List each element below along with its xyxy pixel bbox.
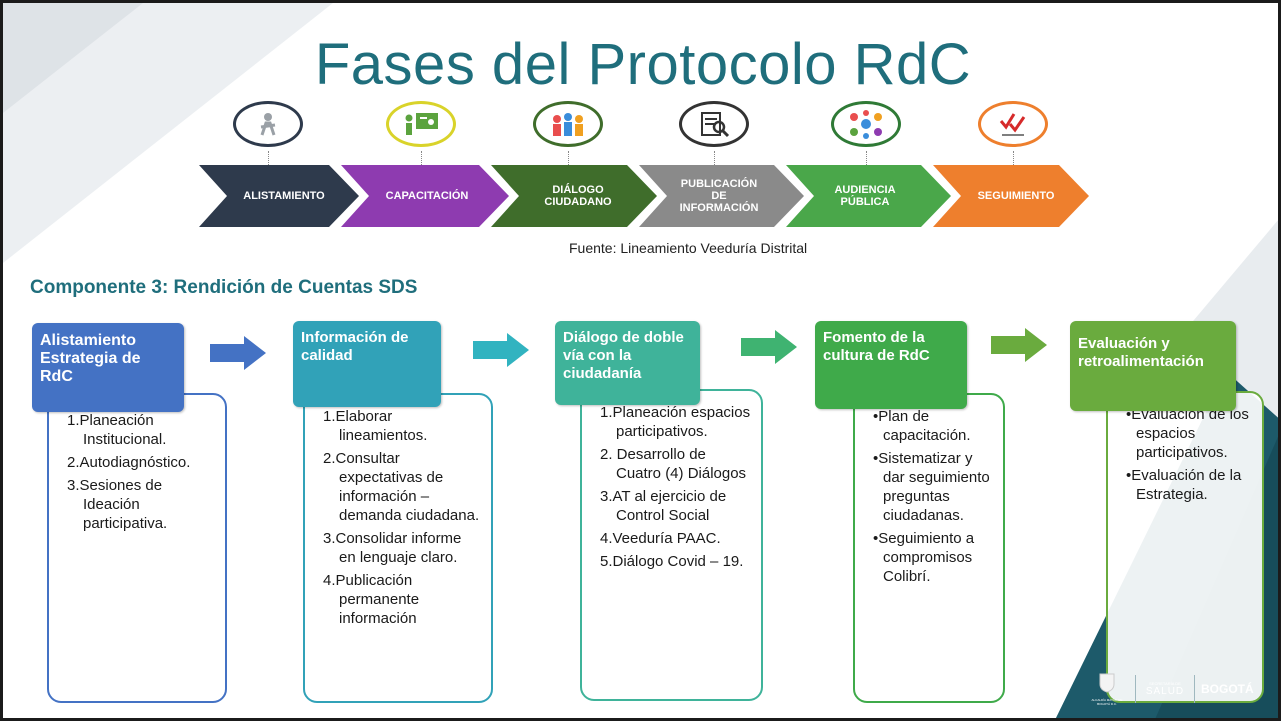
phase-label-seguimiento: SEGUIMIENTO [977,190,1055,202]
card-fomento-body: •Plan de capacitación. •Sistematizar y d… [853,393,1005,703]
checklist-icon [978,101,1048,147]
list-item: 3.Consolidar informe en lenguaje claro. [323,530,462,566]
card-alistamiento-header: Alistamiento Estrategia de RdC [32,323,184,412]
phase-label-publicacion: PUBLICACIÓN DE INFORMACIÓN [679,178,759,214]
card-evaluacion-header: Evaluación y retroalimentación [1070,321,1236,411]
list-item: 1.Planeación espacios participativos. [600,404,751,440]
card-dialogo-body: 1.Planeación espacios participativos. 2.… [580,389,763,701]
card-evaluacion-body: •Evaluación de los espacios participativ… [1106,391,1264,703]
list-item: •Evaluación de los espacios participativ… [1126,406,1249,461]
list-item: •Seguimiento a compromisos Colibrí. [873,530,975,585]
phase-label-audiencia: AUDIENCIA PÚBLICA [834,184,896,208]
connector [268,151,269,165]
list-item: 4.Veeduría PAAC. [600,530,721,547]
connector [866,151,867,165]
card-dialogo-header: Diálogo de doble vía con la ciudadanía [555,321,700,405]
list-item: 2. Desarrollo de Cuatro (4) Diálogos [600,446,747,482]
card-informacion-header: Información de calidad [293,321,441,407]
connector [568,151,569,165]
arrow-right-icon [991,328,1047,362]
card-informacion-body: 1.Elaborar lineamientos. 2.Consultar exp… [303,393,493,703]
list-item: 5.Diálogo Covid – 19. [600,553,744,570]
card-fomento-header: Fomento de la cultura de RdC [815,321,967,409]
crowd-icon [533,101,603,147]
list-item: 4.Publicación permanente información [323,572,420,627]
list-item: •Evaluación de la Estrategia. [1126,467,1242,503]
list-item: •Sistematizar y dar seguimiento pregunta… [873,450,990,524]
arrow-right-icon [210,336,266,370]
list-item: 2.Autodiagnóstico. [67,454,191,471]
list-item: 2.Consultar expectativas de información … [323,450,480,524]
presentation-icon [386,101,456,147]
list-item: 1.Elaborar lineamientos. [323,408,428,444]
list-item: •Plan de capacitación. [873,408,971,444]
component-title: Componente 3: Rendición de Cuentas SDS [30,277,418,298]
list-item: 3.AT al ejercicio de Control Social [600,488,727,524]
list-item: 1.Planeación Institucional. [67,412,167,448]
phase-chevrons [199,165,1089,227]
arrow-right-icon [741,330,797,364]
coat-of-arms-icon: ALCALDÍA MAYOR DE BOGOTÁ D.C. [1085,673,1129,706]
connector [714,151,715,165]
salud-logo: SECRETARÍA DE SALUD [1145,681,1185,697]
phase-label-capacitacion: CAPACITACIÓN [385,190,469,202]
phase-label-alistamiento: ALISTAMIENTO [243,190,325,202]
connector [1013,151,1014,165]
institution-logos: ALCALDÍA MAYOR DE BOGOTÁ D.C. SECRETARÍA… [1085,670,1254,708]
bogota-logo: BOGOTÁ [1201,682,1254,696]
card-alistamiento-body: 1.Planeación Institucional. 2.Autodiagnó… [47,393,227,703]
connector [421,151,422,165]
network-icon [831,101,901,147]
document-magnifier-icon [679,101,749,147]
phase-label-dialogo: DIÁLOGO CIUDADANO [544,184,612,208]
arrow-right-icon [473,333,529,367]
figure-icon [233,101,303,147]
list-item: 3.Sesiones de Ideación participativa. [67,477,168,532]
page-title: Fases del Protocolo RdC [314,32,972,97]
source-note: Fuente: Lineamiento Veeduría Distrital [569,240,808,256]
